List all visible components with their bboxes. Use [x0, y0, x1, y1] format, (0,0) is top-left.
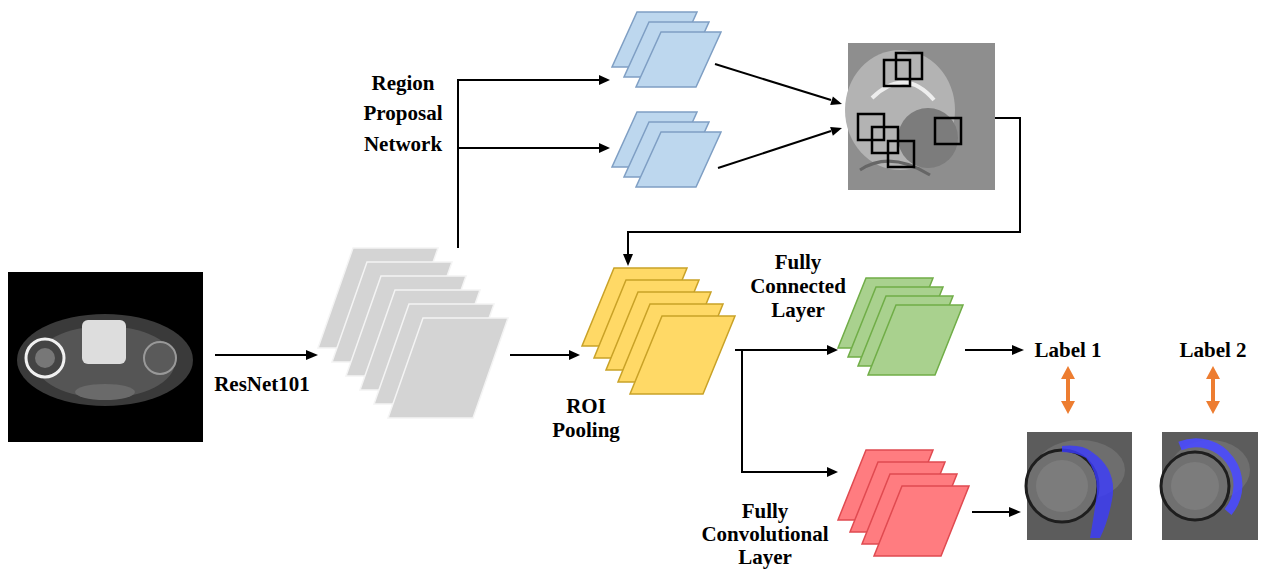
proposal-image-part	[896, 53, 922, 79]
feature-map-sheet	[630, 316, 735, 394]
input-mri-image-part	[35, 348, 55, 368]
input-mri-image-part	[17, 314, 193, 406]
orange-double-arrow-part	[1061, 401, 1075, 414]
proposal-arrows	[715, 64, 842, 168]
feedback-line-part	[623, 254, 633, 266]
mask-image-part	[1026, 450, 1098, 522]
output-arrows-part	[1012, 345, 1024, 355]
layer-label: ROI Pooling	[538, 394, 634, 442]
input-arrow-part	[306, 350, 318, 360]
orange-double-arrow-part	[1066, 377, 1070, 403]
feature-map-stack: Fully Convolutional Layer	[838, 450, 969, 556]
proposal-image	[845, 43, 995, 190]
stack-drawing	[580, 265, 735, 395]
mask-image-part	[1180, 443, 1238, 512]
stack-drawing	[838, 450, 969, 556]
connector-line	[510, 354, 570, 356]
proposal-arrows-part	[830, 127, 842, 136]
proposal-arrows-part	[830, 96, 842, 105]
arrow-head	[599, 143, 610, 153]
layer-label: ResNet101	[197, 372, 327, 396]
input-mri-image-part	[8, 272, 203, 442]
feature-map-sheet	[636, 32, 721, 87]
orange-double-arrow-part	[1061, 366, 1075, 379]
node-label: Fully Convolutional Layer	[690, 500, 840, 569]
orange-double-arrow	[1061, 366, 1220, 414]
output-arrows	[965, 345, 1024, 517]
mask-image	[1026, 432, 1132, 540]
input-mri-image-part	[75, 384, 135, 400]
layer-label: Fully Connected Layer	[744, 250, 852, 322]
arrow-head	[599, 75, 610, 85]
mask-image-part	[1162, 432, 1258, 540]
stack-drawing	[318, 248, 510, 420]
feature-map-sheet	[874, 486, 969, 556]
proposal-arrows-part	[715, 64, 831, 100]
connector-arrow	[510, 350, 580, 360]
mask-image-part	[1062, 446, 1092, 458]
mask-image-part	[1086, 452, 1113, 538]
arrow-head	[569, 350, 580, 360]
connector-arrow	[735, 345, 838, 355]
feature-map-stack: ResNet101	[318, 248, 510, 420]
proposal-arrows-part	[718, 131, 831, 168]
connector-line	[458, 80, 600, 248]
output-label-holder: Label 1	[1026, 338, 1110, 362]
arrow-head	[827, 345, 838, 355]
input-arrow-part	[215, 354, 307, 356]
feature-map-sheet	[868, 305, 963, 375]
connector-line	[735, 350, 828, 472]
proposal-image-part	[935, 118, 961, 144]
output-arrows-part	[1009, 507, 1021, 517]
connector-line	[458, 147, 600, 149]
orange-double-arrow-part	[1206, 401, 1220, 414]
connector-arrow	[458, 75, 610, 248]
output-arrows-part	[965, 349, 1013, 351]
mask-image-part	[1171, 462, 1219, 510]
input-mri-image-part	[82, 320, 126, 364]
output-label-holder: Label 2	[1171, 338, 1255, 362]
layer-label: Region Proposal Network	[351, 68, 455, 159]
stack-drawing	[838, 278, 963, 375]
input-arrow	[215, 350, 318, 360]
output-label: Label 2	[1171, 338, 1255, 362]
feedback-line	[623, 118, 1020, 266]
feature-map-sheet	[388, 318, 508, 418]
feature-map-stack: Region Proposal Network	[610, 12, 732, 193]
orange-double-arrow-part	[1206, 366, 1220, 379]
proposal-image-part	[888, 141, 914, 167]
layer-label: Fully Convolutional Layer	[690, 500, 840, 569]
node-label: Fully Connected Layer	[744, 250, 852, 322]
input-mri-image-part	[26, 339, 64, 377]
mask-image-part	[1036, 460, 1088, 512]
mask-image	[1161, 432, 1258, 540]
output-arrows-part	[972, 511, 1010, 513]
arrow-head	[827, 467, 838, 477]
feedback-line-part	[628, 118, 1020, 255]
mask-image-part	[1161, 452, 1229, 520]
stack-drawing	[610, 12, 732, 193]
input-mri-image	[8, 272, 203, 442]
node-label: Region Proposal Network	[351, 68, 455, 159]
node-label: ROI Pooling	[538, 394, 634, 442]
mask-image-part	[1027, 432, 1132, 540]
node-label: ResNet101	[197, 372, 327, 396]
connector-line	[735, 349, 828, 351]
feature-map-sheet	[636, 132, 721, 187]
feature-map-stack: Fully Connected Layer	[838, 278, 963, 375]
output-label: Label 1	[1026, 338, 1110, 362]
connector-arrow	[735, 350, 838, 477]
input-mri-image-part	[144, 342, 176, 374]
feature-map-stack: ROI Pooling	[580, 265, 735, 395]
orange-double-arrow-part	[1211, 377, 1215, 403]
